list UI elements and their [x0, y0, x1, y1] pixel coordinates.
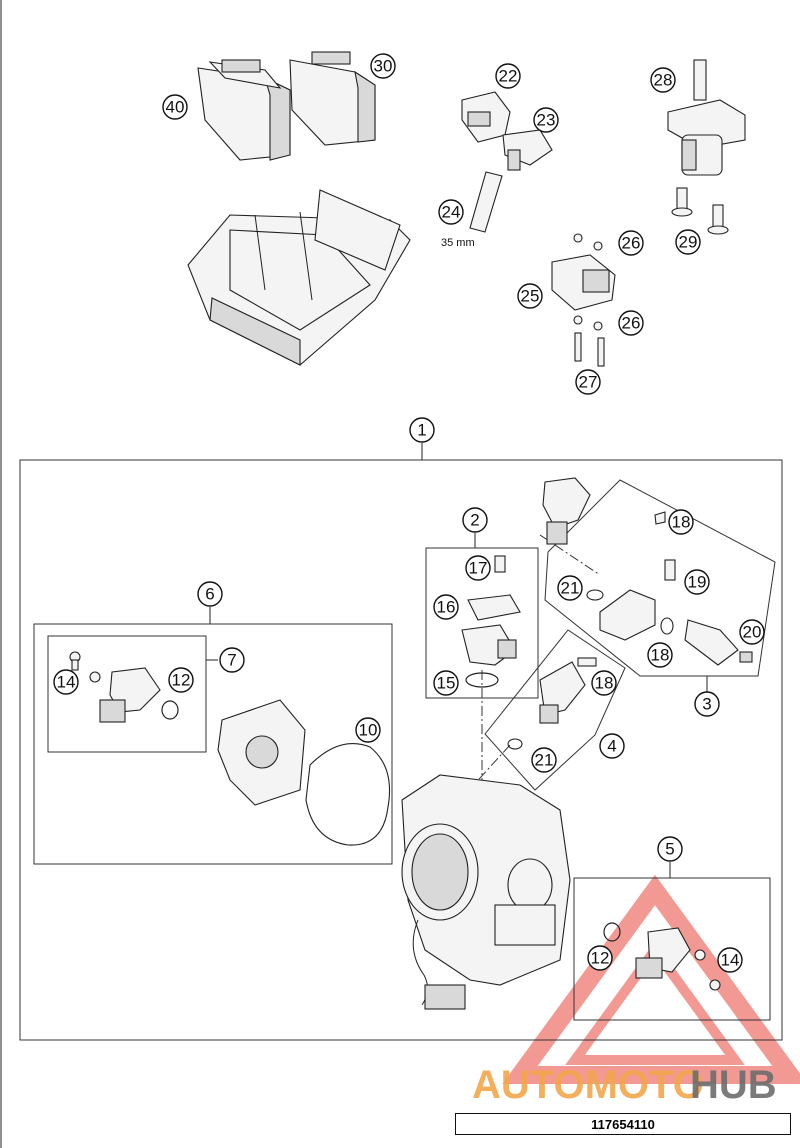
callout-18-mid: 18	[647, 642, 673, 668]
callout-16: 16	[433, 594, 459, 620]
callout-20: 20	[739, 619, 765, 645]
svg-text:15: 15	[437, 674, 456, 693]
svg-text:17: 17	[469, 559, 488, 578]
svg-text:24: 24	[442, 203, 461, 222]
svg-text:30: 30	[374, 57, 393, 76]
svg-text:3: 3	[702, 695, 711, 714]
callout-21-top: 21	[557, 575, 583, 601]
svg-text:19: 19	[688, 573, 707, 592]
ecu-module-30	[289, 51, 376, 146]
svg-text:18: 18	[595, 674, 614, 693]
callout-26-bottom: 26	[618, 310, 644, 336]
callout-4: 4	[599, 733, 625, 759]
sensor-25	[551, 233, 616, 367]
svg-text:4: 4	[607, 737, 616, 756]
callout-26-top: 26	[618, 230, 644, 256]
callout-23: 23	[533, 107, 559, 133]
svg-text:AUTOMOTO: AUTOMOTO	[472, 1063, 704, 1107]
injector-assembly-3	[542, 477, 753, 666]
svg-text:26: 26	[622, 234, 641, 253]
svg-text:HUB: HUB	[690, 1063, 777, 1107]
callout-14-left: 14	[53, 669, 79, 695]
callout-40: 40	[162, 94, 188, 120]
callout-3: 3	[694, 691, 720, 717]
svg-text:7: 7	[227, 651, 236, 670]
svg-text:27: 27	[579, 373, 598, 392]
group-6-frame	[33, 623, 393, 865]
gasket-10	[305, 743, 391, 846]
svg-text:26: 26	[622, 314, 641, 333]
svg-text:40: 40	[166, 98, 185, 117]
svg-text:18: 18	[672, 513, 691, 532]
callout-14-right: 14	[717, 947, 743, 973]
injector-4	[507, 657, 597, 750]
callout-12-right: 12	[587, 945, 613, 971]
svg-text:25: 25	[521, 287, 540, 306]
svg-text:21: 21	[561, 579, 580, 598]
svg-text:12: 12	[591, 949, 610, 968]
reference-number-box: 117654110	[455, 1113, 791, 1135]
svg-text:28: 28	[654, 71, 673, 90]
group-5-frame	[573, 877, 771, 1021]
watermark-logo: AUTOMOTO HUB	[472, 1063, 777, 1107]
callout-27: 27	[575, 369, 601, 395]
callout-18-low: 18	[591, 670, 617, 696]
cover-plate	[217, 699, 306, 806]
svg-text:14: 14	[721, 951, 740, 970]
callout-2: 2	[462, 507, 488, 533]
hose-24	[469, 171, 503, 233]
svg-text:18: 18	[651, 646, 670, 665]
reference-number: 117654110	[591, 1116, 655, 1132]
callout-15: 15	[433, 670, 459, 696]
throttle-body	[401, 774, 571, 1010]
callout-29: 29	[675, 229, 701, 255]
svg-text:21: 21	[535, 751, 554, 770]
svg-text:16: 16	[437, 598, 456, 617]
hose-length-label: 35 mm	[441, 237, 475, 249]
svg-text:23: 23	[537, 111, 556, 130]
callout-18-top: 18	[668, 509, 694, 535]
assembly-frame	[19, 459, 783, 1041]
svg-text:29: 29	[679, 233, 698, 252]
callout-7: 7	[219, 647, 245, 673]
group-4-frame	[484, 629, 626, 791]
tps-sensor-5	[603, 922, 721, 991]
callout-1: 1	[409, 417, 435, 443]
svg-text:10: 10	[359, 721, 378, 740]
callout-21-low: 21	[531, 747, 557, 773]
svg-text:20: 20	[743, 623, 762, 642]
callout-25: 25	[517, 283, 543, 309]
watermark-triangle	[502, 874, 800, 1084]
callout-5: 5	[657, 836, 683, 862]
screws-29	[671, 187, 729, 235]
callout-19: 19	[684, 569, 710, 595]
svg-text:22: 22	[499, 67, 518, 86]
ecu-module-40	[197, 59, 291, 161]
callout-6: 6	[197, 581, 223, 607]
callout-17: 17	[465, 555, 491, 581]
svg-text:1: 1	[417, 421, 426, 440]
ecu-holder-tray	[187, 189, 411, 366]
svg-text:14: 14	[57, 673, 76, 692]
callout-24: 24	[438, 199, 464, 225]
callout-30: 30	[370, 53, 396, 79]
sensor-23	[502, 129, 553, 171]
callout-10: 10	[355, 717, 381, 743]
callout-12-left: 12	[168, 667, 194, 693]
svg-text:6: 6	[205, 585, 214, 604]
group-3-frame	[544, 479, 776, 677]
svg-text:2: 2	[470, 511, 479, 530]
tps-sensor-7	[69, 651, 179, 723]
group-7-frame	[47, 635, 207, 753]
callout-22: 22	[495, 63, 521, 89]
callout-28: 28	[650, 67, 676, 93]
svg-text:12: 12	[172, 671, 191, 690]
idle-actuator-28	[667, 59, 746, 176]
svg-text:5: 5	[665, 840, 674, 859]
map-sensor-2	[461, 555, 521, 688]
